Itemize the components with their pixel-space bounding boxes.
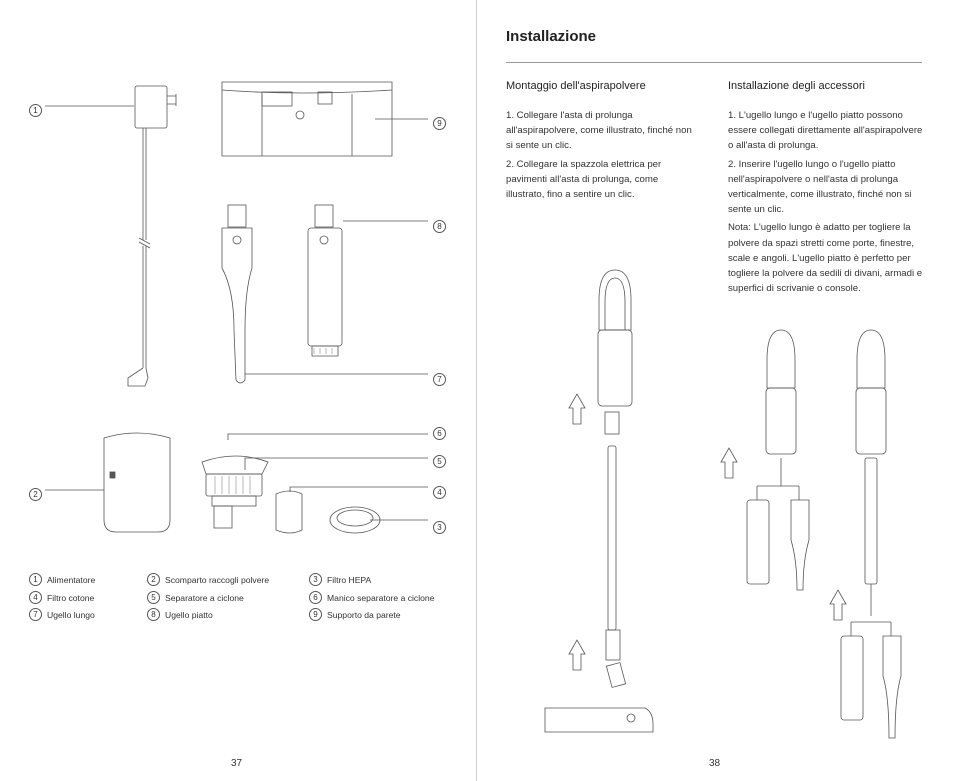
callout-1: 1 xyxy=(29,100,47,118)
column2-heading: Installazione degli accessori xyxy=(728,80,865,92)
right-page: Installazione Montaggio dell'aspirapolve… xyxy=(477,0,954,781)
left-page: 1 9 8 7 6 5 4 3 2 xyxy=(29,81,451,769)
column2-step-1: 1. L'ugello lungo e l'ugello piatto poss… xyxy=(728,110,923,152)
callout-3: 3 xyxy=(433,517,451,535)
assembly-illustration xyxy=(544,269,902,739)
column1-step-2: 2. Collegare la spazzola elettrica per p… xyxy=(506,158,662,201)
callout-4: 4 xyxy=(433,482,451,500)
page-title: Installazione xyxy=(506,28,597,45)
column1-step-1: 1. Collegare l'asta di prolunga all'aspi… xyxy=(506,110,692,152)
title-rule xyxy=(506,62,922,63)
page-divider xyxy=(476,0,477,781)
page-number-right: 38 xyxy=(709,758,721,769)
parts-illustration xyxy=(45,81,428,534)
callout-5: 5 xyxy=(433,451,451,469)
column2-note: Nota: L'ugello lungo è adatto per toglie… xyxy=(728,222,923,295)
column2-text: 1. L'ugello lungo e l'ugello piatto poss… xyxy=(728,108,928,299)
callout-2: 2 xyxy=(29,484,47,502)
callout-7: 7 xyxy=(433,369,451,387)
column1-text: 1. Collegare l'asta di prolunga all'aspi… xyxy=(506,108,696,205)
callout-8: 8 xyxy=(433,216,451,234)
column1-heading: Montaggio dell'aspirapolvere xyxy=(506,80,646,92)
callout-6: 6 xyxy=(433,423,451,441)
column2-step-2: 2. Inserire l'ugello lungo o l'ugello pi… xyxy=(728,158,912,216)
page-number-left: 37 xyxy=(231,758,243,769)
callout-9: 9 xyxy=(433,113,451,131)
